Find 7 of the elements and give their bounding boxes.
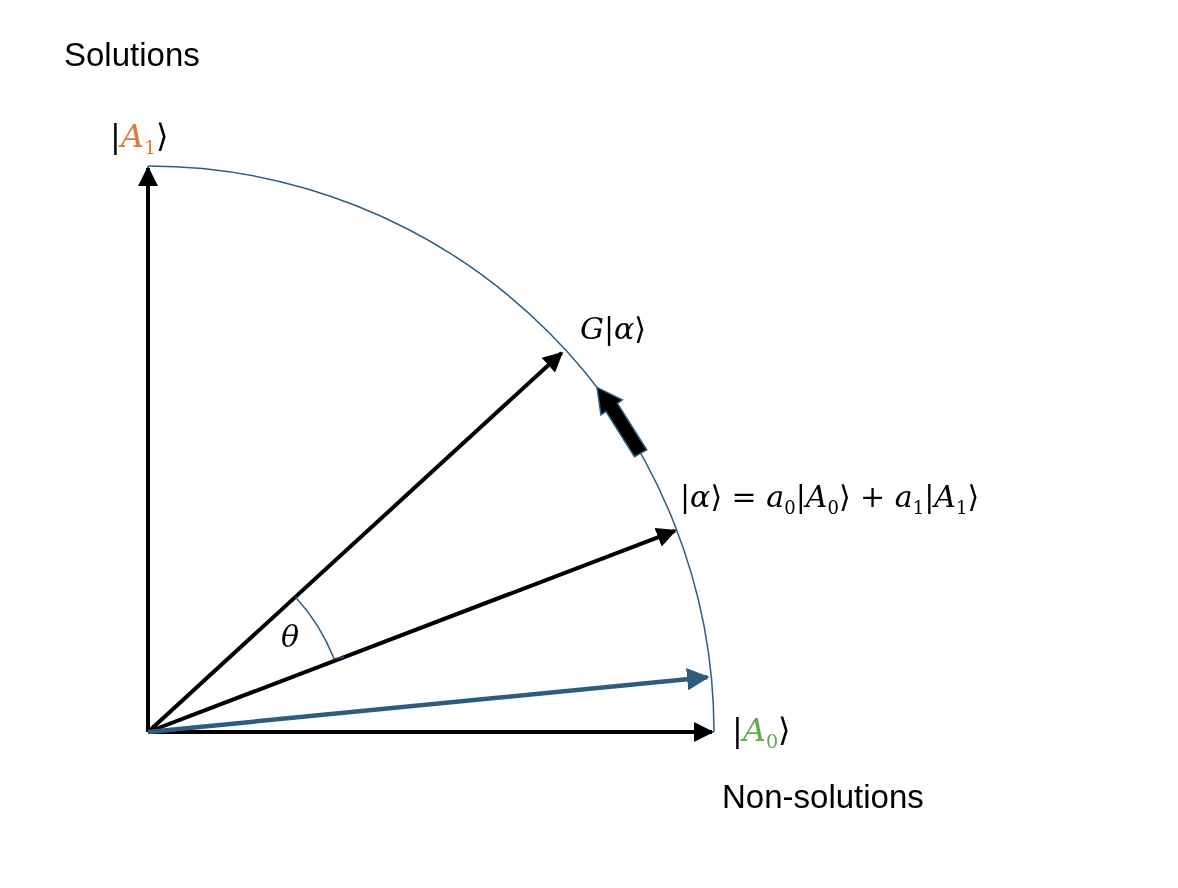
vector-label: |α⟩ = a$_{0}$|A$_{0}$⟩ + a$_{1}$|A$_{1}$⟩ <box>680 480 980 519</box>
vector-label: |A$_{0}$⟩ <box>732 712 791 754</box>
vector-label: G|α⟩ <box>580 312 647 347</box>
vector-label: θ <box>281 620 300 655</box>
vector-label: Non-solutions <box>722 778 924 816</box>
vector-label: Solutions <box>64 36 200 74</box>
vector-label: |A$_{1}$⟩ <box>110 118 169 160</box>
